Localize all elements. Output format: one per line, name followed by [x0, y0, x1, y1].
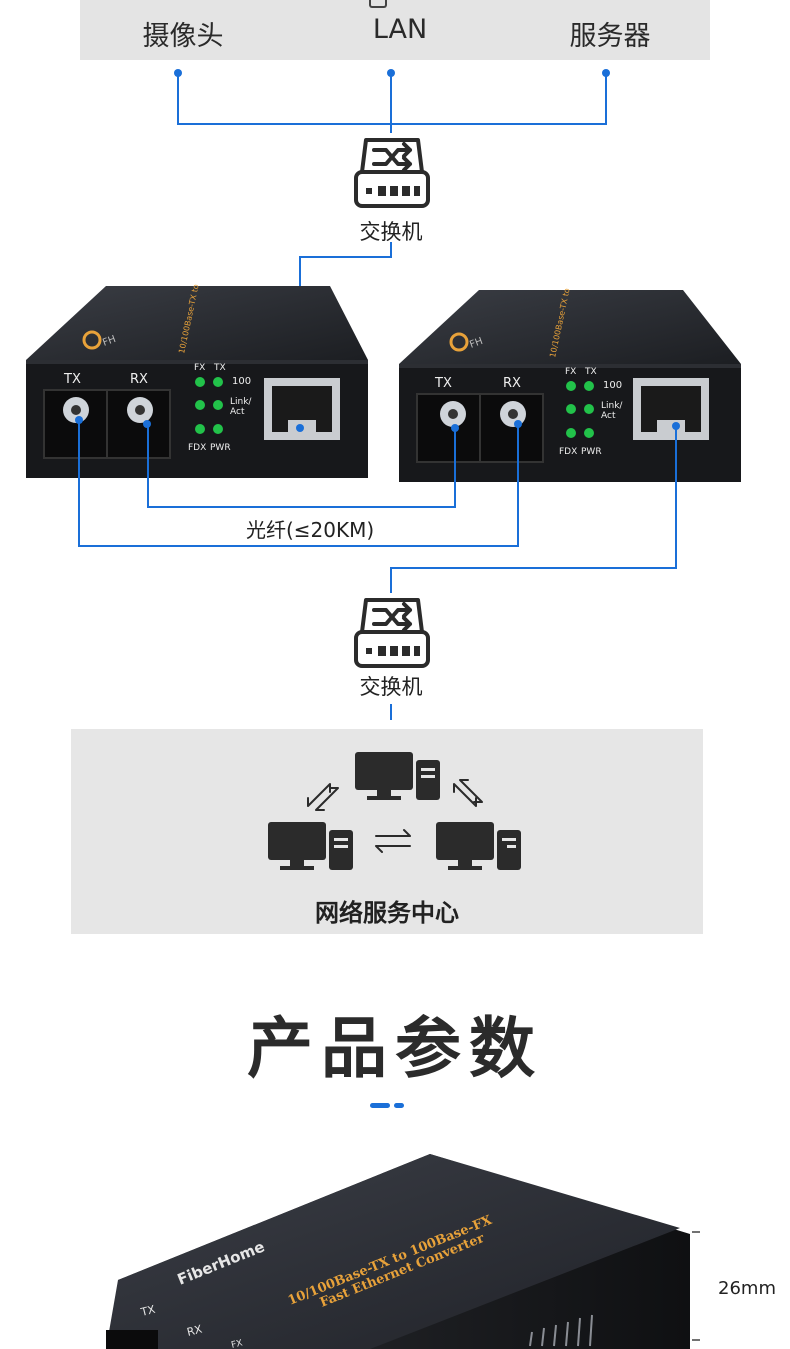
link-line	[177, 123, 607, 125]
link-line	[390, 73, 392, 133]
status-led	[213, 377, 223, 387]
height-dimension-label: 26mm	[718, 1278, 776, 1299]
connector-dot	[451, 424, 459, 432]
brand-logo: FH	[101, 334, 117, 349]
link-line	[390, 567, 677, 569]
media-converter-right: FH 10/100Base-TX to 100Base-FX TX RX FX …	[399, 288, 741, 482]
status-led	[584, 404, 594, 414]
status-led	[213, 400, 223, 410]
camera-label: 摄像头	[142, 21, 224, 52]
connector-dot	[296, 424, 304, 432]
title-accent	[394, 1103, 404, 1108]
server-label: 服务器	[569, 21, 651, 52]
status-led	[195, 377, 205, 387]
data-center-title: 网络服务中心	[315, 899, 459, 927]
link-line	[390, 704, 392, 720]
computer-icon	[436, 822, 521, 870]
link-line	[675, 426, 677, 569]
tx-port-label: TX	[139, 1303, 157, 1319]
rx-port-label: RX	[503, 376, 521, 391]
status-led	[195, 400, 205, 410]
fiber-line	[78, 420, 80, 547]
connector-dot	[143, 420, 151, 428]
link-line	[390, 567, 392, 593]
section-title: 产品参数	[247, 1010, 543, 1087]
link-line	[605, 73, 607, 125]
status-led	[584, 381, 594, 391]
switch-label: 交换机	[359, 675, 423, 699]
led-label: 100	[603, 380, 622, 391]
connector-dot	[514, 420, 522, 428]
computer-icon	[268, 822, 353, 870]
led-label: Act	[230, 407, 245, 417]
led-label: 100	[232, 376, 251, 387]
product-photo: FiberHome 10/100Base-TX to 100Base-FX Fa…	[106, 1154, 700, 1349]
led-label: Act	[601, 411, 616, 421]
led-label: FDX	[188, 443, 206, 453]
status-led	[566, 428, 576, 438]
computer-network-icon	[268, 752, 521, 870]
led-label: PWR	[581, 447, 602, 457]
title-accent	[370, 1103, 390, 1108]
status-led	[566, 404, 576, 414]
fiber-line	[147, 506, 456, 508]
connector-dot	[75, 416, 83, 424]
link-line	[390, 242, 392, 258]
rx-port-label: RX	[130, 372, 148, 387]
fiber-distance-label: 光纤(≤20KM)	[240, 514, 381, 543]
led-label: Link/	[601, 401, 623, 411]
switch-label: 交换机	[359, 220, 423, 244]
status-led	[213, 424, 223, 434]
switch-icon	[354, 138, 430, 208]
brand-logo: FH	[468, 336, 484, 351]
switch-icon	[354, 598, 430, 668]
link-line	[299, 256, 392, 258]
led-label: FX	[194, 363, 205, 373]
link-line	[177, 73, 179, 125]
tx-port-label: TX	[434, 376, 452, 391]
led-label: FX	[565, 367, 576, 377]
device-category-bar	[80, 0, 710, 60]
tx-port-label: TX	[63, 372, 81, 387]
status-led	[566, 381, 576, 391]
fiber-line	[454, 428, 456, 508]
status-led	[584, 428, 594, 438]
led-label: TX	[213, 363, 226, 373]
fiber-line	[517, 424, 519, 547]
fiber-line	[147, 424, 149, 508]
network-device-icon	[369, 0, 387, 8]
status-led	[195, 424, 205, 434]
led-label: TX	[584, 367, 597, 377]
lan-label: LAN	[372, 14, 428, 45]
media-converter-left: FH 10/100Base-TX to 100Base-FX TX RX FX …	[26, 284, 368, 478]
fiber-port	[106, 1330, 158, 1349]
led-label: FDX	[559, 447, 577, 457]
rx-port-label: RX	[186, 1323, 204, 1339]
led-label: PWR	[210, 443, 231, 453]
fiber-line	[78, 545, 519, 547]
led-label: FX	[230, 1338, 243, 1349]
computer-icon	[355, 752, 440, 800]
led-label: Link/	[230, 397, 252, 407]
